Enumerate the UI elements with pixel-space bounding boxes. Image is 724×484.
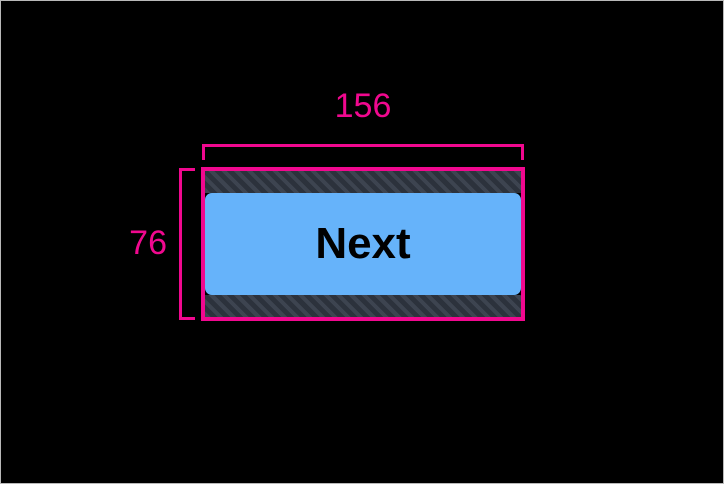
next-button-label: Next: [315, 219, 411, 268]
selected-element-outline[interactable]: Next: [201, 167, 525, 321]
next-button[interactable]: Next: [205, 193, 521, 295]
height-dimension-label: 76: [129, 224, 167, 262]
width-dimension-label: 156: [334, 87, 392, 125]
padding-region-bottom: [205, 295, 521, 317]
height-dimension-bracket: [179, 168, 195, 320]
width-dimension-bracket: [202, 144, 524, 160]
padding-region-top: [205, 171, 521, 193]
